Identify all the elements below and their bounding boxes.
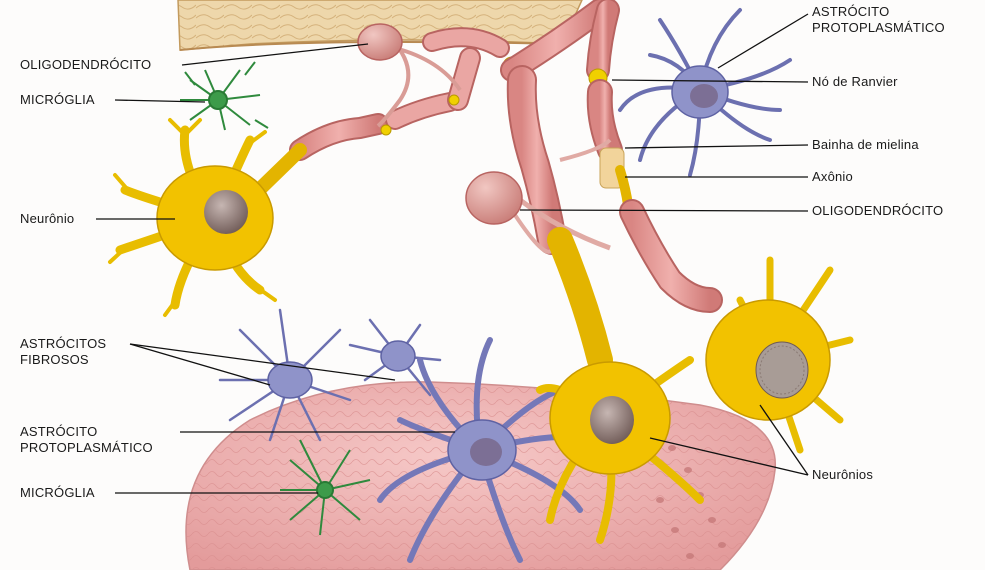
microglia-top (180, 61, 269, 131)
label-oligodendrocyte-left: OLIGODENDRÓCITO (20, 57, 152, 72)
label-microglia-top: MICRÓGLIA (20, 92, 95, 107)
label-axon: Axônio (812, 169, 853, 184)
label-oligodendrocyte-right: OLIGODENDRÓCITO (812, 203, 944, 218)
neuron-left (108, 118, 307, 317)
label-protoplasmic-astrocyte-left: ASTRÓCITO PROTOPLASMÁTICO (20, 424, 153, 455)
leader-lines (96, 13, 809, 494)
myelinated-axon-left (289, 27, 522, 161)
protoplasmic-astrocyte-bottom (377, 337, 603, 563)
label-neurons: Neurônios (812, 467, 874, 482)
oligodendrocyte-top (357, 23, 403, 61)
myelinated-axon-right (586, 0, 723, 313)
label-node-of-ranvier: Nó de Ranvier (812, 74, 898, 89)
oligodendrocyte-center (465, 138, 612, 254)
label-neuron: Neurônio (20, 211, 75, 226)
neuron-right (705, 256, 854, 454)
fibrous-astrocyte-2 (348, 318, 442, 397)
label-microglia-bottom: MICRÓGLIA (20, 485, 95, 500)
neuron-center (536, 227, 704, 544)
astrocyte-top-right (618, 8, 792, 177)
microglia-bottom (280, 439, 371, 536)
label-fibrous-astrocytes: ASTRÓCITOS FIBROSOS (20, 336, 107, 367)
label-myelin-sheath: Bainha de mielina (812, 137, 919, 152)
myelinated-axon-center (500, 0, 612, 255)
label-protoplasmic-astrocyte-right: ASTRÓCITO PROTOPLASMÁTICO (812, 4, 945, 35)
